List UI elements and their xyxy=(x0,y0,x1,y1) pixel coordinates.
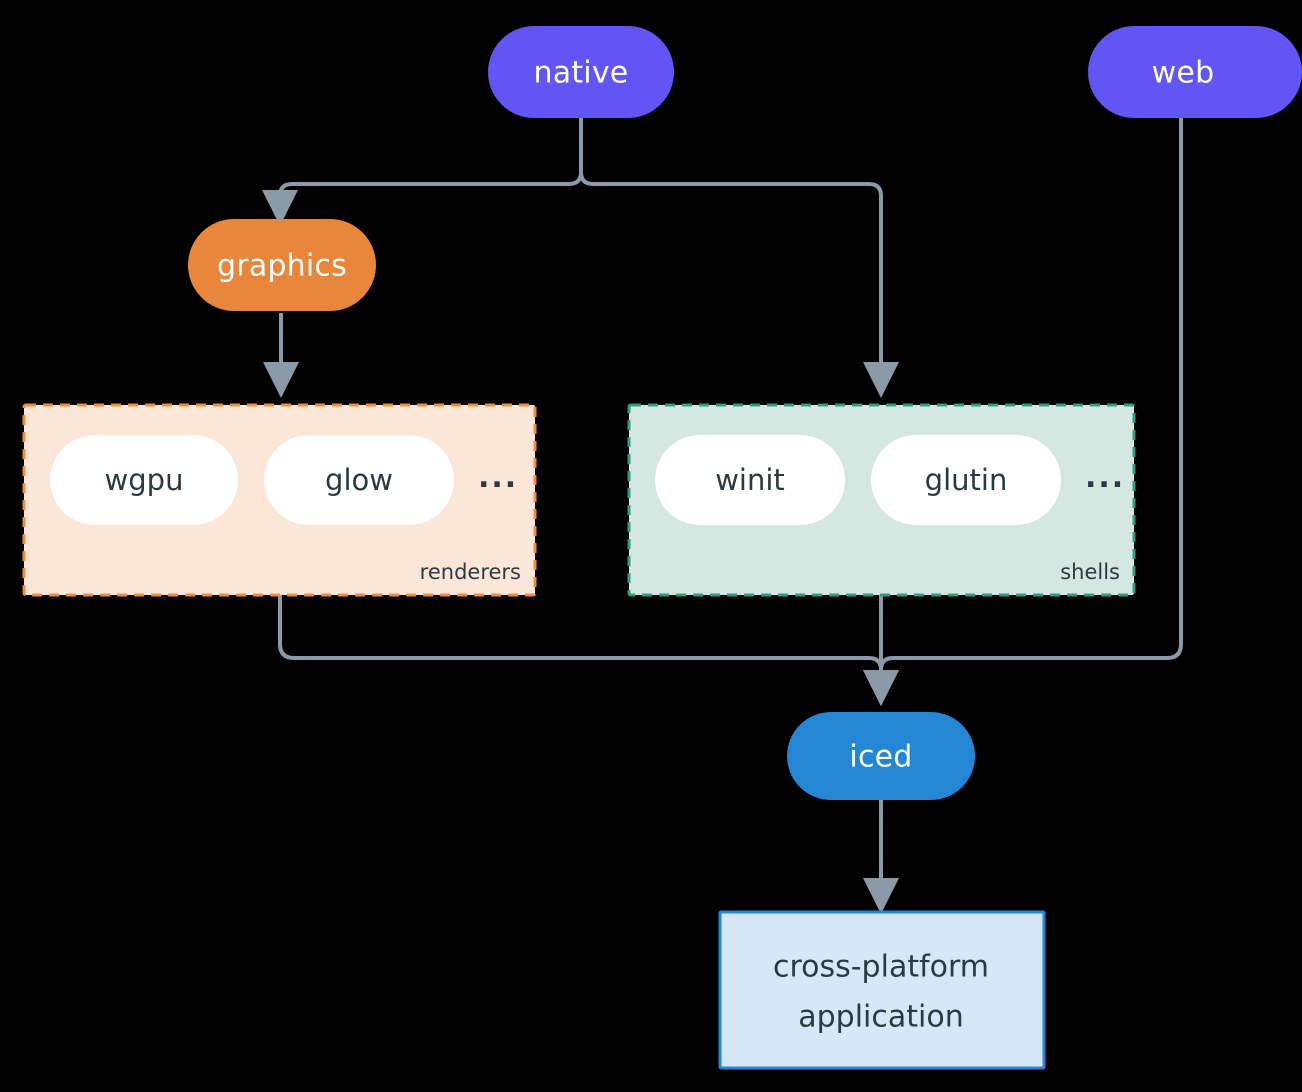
node-graphics[interactable]: graphics xyxy=(188,219,376,311)
edge-native-to-shells xyxy=(579,171,899,398)
shells-item-glutin[interactable]: glutin xyxy=(871,435,1061,525)
web-pill[interactable] xyxy=(1088,26,1302,118)
node-application[interactable]: cross-platform application xyxy=(718,910,1046,1070)
iced-label: iced xyxy=(849,740,912,775)
renderers-ellipsis: ... xyxy=(478,460,518,495)
renderers-item-glow[interactable]: glow xyxy=(264,435,454,525)
web-label: web xyxy=(1152,56,1215,91)
graphics-pill[interactable] xyxy=(188,219,376,311)
iced-pill[interactable] xyxy=(787,712,975,800)
node-web[interactable]: web xyxy=(1088,26,1302,118)
glutin-label: glutin xyxy=(925,463,1008,497)
wgpu-label: wgpu xyxy=(105,463,184,497)
glow-label: glow xyxy=(325,463,393,497)
group-shells: winit glutin ... shells xyxy=(627,403,1136,597)
native-pill[interactable] xyxy=(488,26,674,118)
application-box[interactable] xyxy=(718,910,1046,1070)
glow-pill[interactable] xyxy=(264,435,454,525)
application-label-line2: application xyxy=(798,1000,963,1035)
renderers-group-label: renderers xyxy=(420,560,521,584)
winit-pill[interactable] xyxy=(655,435,845,525)
edge-native-to-graphics xyxy=(262,171,583,226)
native-label: native xyxy=(534,56,629,91)
node-iced[interactable]: iced xyxy=(787,712,975,800)
shells-item-winit[interactable]: winit xyxy=(655,435,845,525)
renderers-item-wgpu[interactable]: wgpu xyxy=(50,435,238,525)
node-native[interactable]: native xyxy=(488,26,674,118)
edge-native-fork xyxy=(262,117,899,398)
wgpu-pill[interactable] xyxy=(50,435,238,525)
shells-group-label: shells xyxy=(1060,560,1120,584)
group-renderers: wgpu glow ... renderers xyxy=(22,403,537,597)
edge-renderers-to-iced xyxy=(278,595,899,706)
glutin-pill[interactable] xyxy=(871,435,1061,525)
graphics-label: graphics xyxy=(217,249,347,284)
edge-web-to-iced xyxy=(863,117,1183,706)
winit-label: winit xyxy=(715,463,785,497)
application-label-line1: cross-platform xyxy=(773,950,989,985)
shells-ellipsis: ... xyxy=(1085,460,1125,495)
